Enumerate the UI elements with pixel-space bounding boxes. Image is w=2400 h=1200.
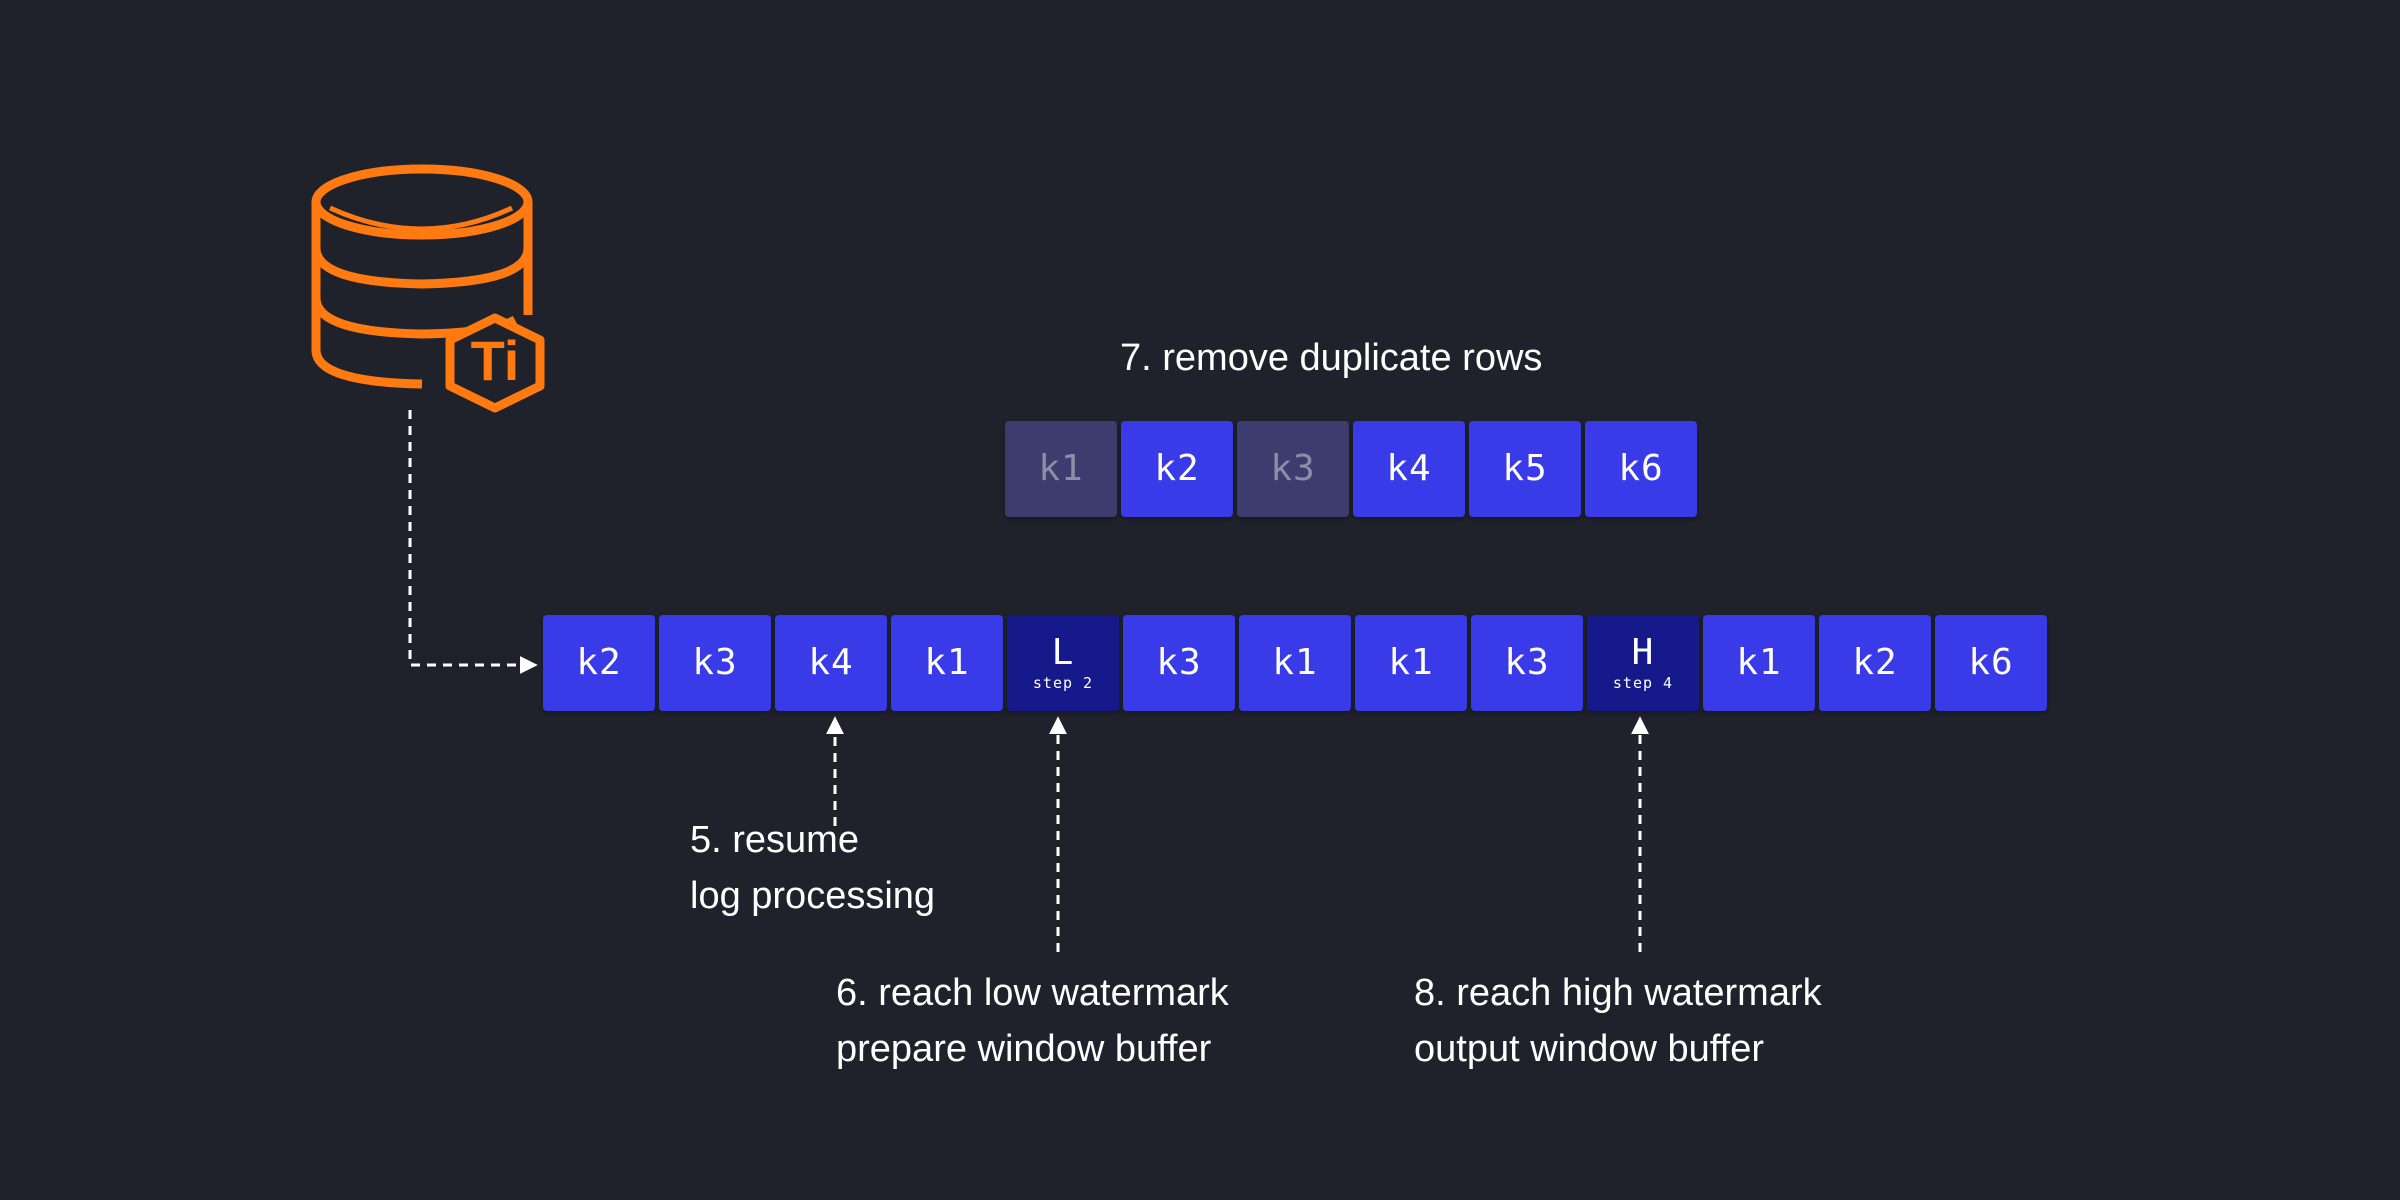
block-label: H bbox=[1631, 632, 1655, 673]
block-label: k4 bbox=[1386, 448, 1432, 489]
resume-annotation: 5. resume log processing bbox=[690, 819, 936, 917]
dedup-block: k3 bbox=[1237, 421, 1349, 517]
block-label: k5 bbox=[1502, 448, 1548, 489]
block-step-label: step 4 bbox=[1612, 674, 1674, 692]
block-label: k3 bbox=[692, 642, 738, 683]
dedup-block: k4 bbox=[1353, 421, 1465, 517]
block-label: k1 bbox=[1038, 448, 1084, 489]
log-block: k1 bbox=[1239, 615, 1351, 711]
dedup-block: k5 bbox=[1469, 421, 1581, 517]
block-label: k1 bbox=[1388, 642, 1434, 683]
block-label: k3 bbox=[1504, 642, 1550, 683]
high-watermark-annotation: 8. reach high watermark output window bu… bbox=[1414, 972, 1822, 1070]
block-label: L bbox=[1051, 632, 1075, 673]
block-label: k1 bbox=[924, 642, 970, 683]
db-to-log-arrow bbox=[408, 410, 538, 674]
log-block: k4 bbox=[775, 615, 887, 711]
log-block: k1 bbox=[1355, 615, 1467, 711]
block-label: k6 bbox=[1968, 642, 2014, 683]
block-label: k1 bbox=[1736, 642, 1782, 683]
block-label: k2 bbox=[1852, 642, 1898, 683]
log-block: k3 bbox=[1123, 615, 1235, 711]
log-block: k1 bbox=[891, 615, 1003, 711]
dedup-heading: 7. remove duplicate rows bbox=[1120, 337, 1543, 379]
log-block: k1 bbox=[1703, 615, 1815, 711]
log-block: k6 bbox=[1935, 615, 2047, 711]
dedup-block: k2 bbox=[1121, 421, 1233, 517]
dedup-block: k6 bbox=[1585, 421, 1697, 517]
low-watermark-annotation: 6. reach low watermark prepare window bu… bbox=[836, 972, 1229, 1070]
dedup-block: k1 bbox=[1005, 421, 1117, 517]
tidb-database-icon: Ti bbox=[311, 164, 545, 413]
block-label: k3 bbox=[1156, 642, 1202, 683]
block-label: k3 bbox=[1270, 448, 1316, 489]
block-label: k6 bbox=[1618, 448, 1664, 489]
block-label: k2 bbox=[576, 642, 622, 683]
log-block: k3 bbox=[659, 615, 771, 711]
block-label: k2 bbox=[1154, 448, 1200, 489]
block-step-label: step 2 bbox=[1032, 674, 1094, 692]
block-label: k1 bbox=[1272, 642, 1318, 683]
ti-badge-text: Ti bbox=[471, 329, 520, 392]
log-block: k2 bbox=[1819, 615, 1931, 711]
log-block: k3 bbox=[1471, 615, 1583, 711]
block-label: k4 bbox=[808, 642, 854, 683]
log-block: k2 bbox=[543, 615, 655, 711]
